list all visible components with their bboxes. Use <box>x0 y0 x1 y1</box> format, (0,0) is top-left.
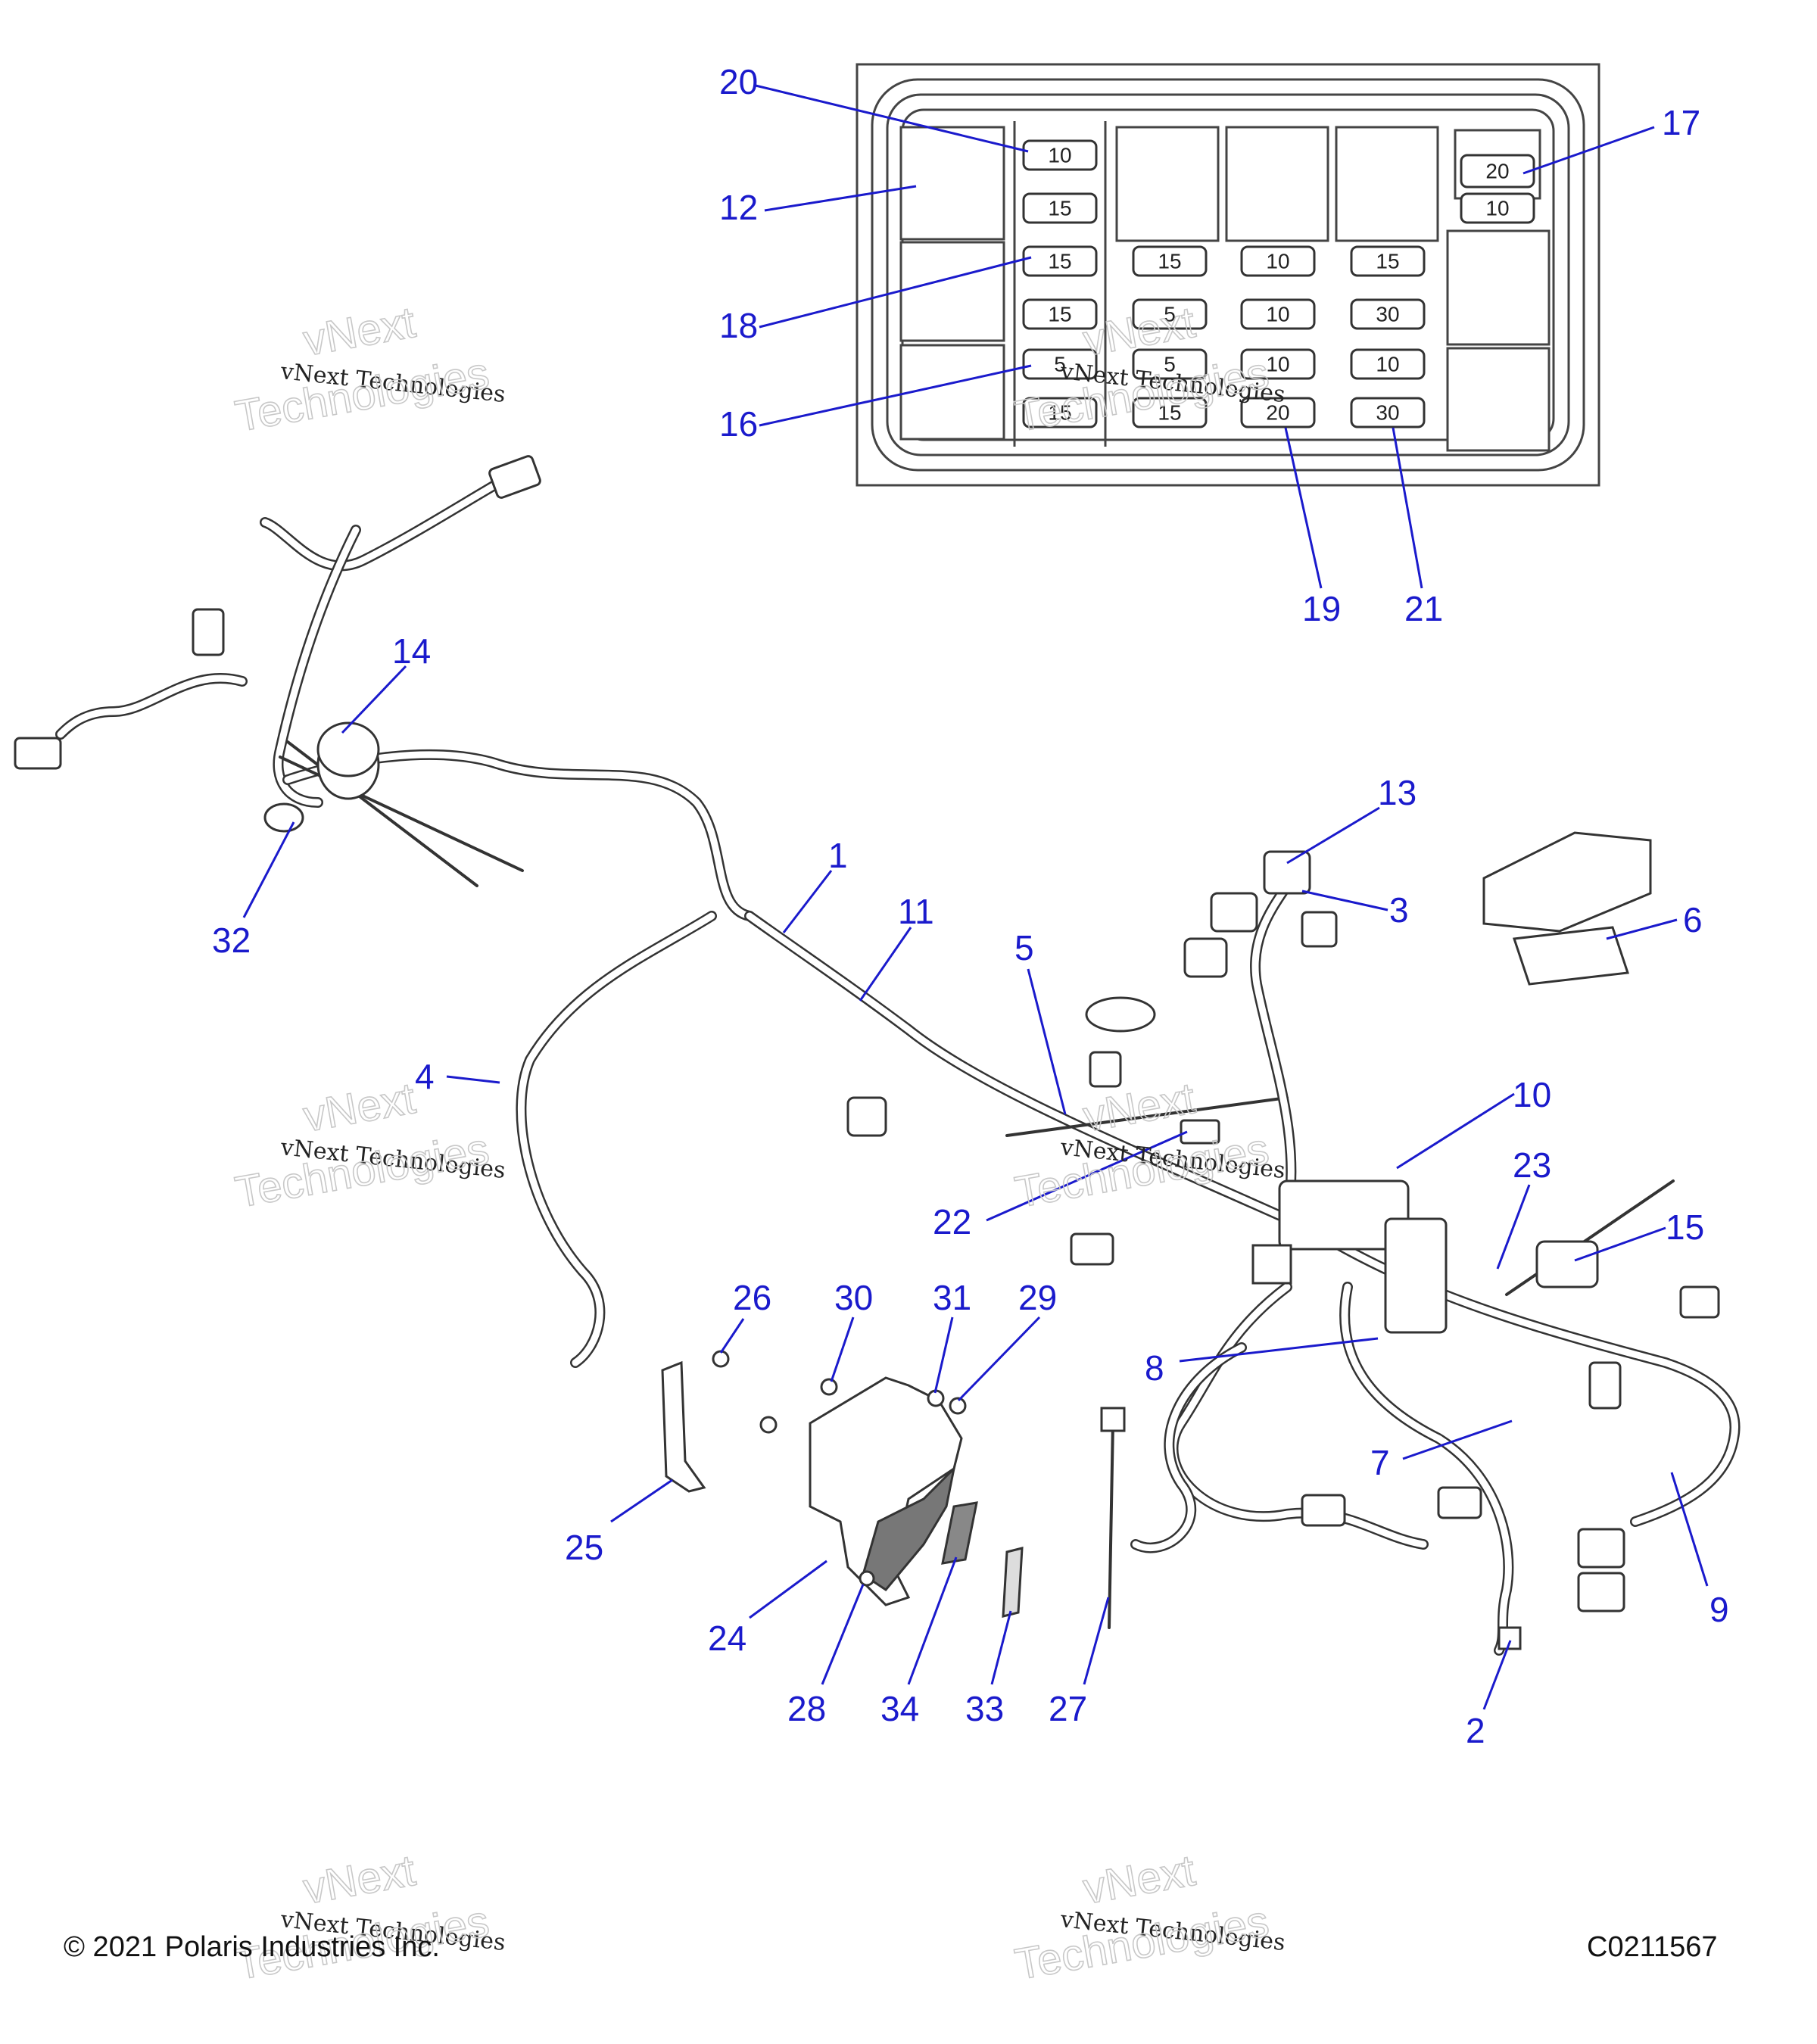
fuse: 15 <box>1022 245 1098 277</box>
callout-29: 29 <box>1018 1278 1057 1317</box>
callout-16: 16 <box>719 404 758 444</box>
fuse: 30 <box>1350 298 1426 330</box>
callout-8: 8 <box>1145 1348 1164 1388</box>
svg-text:5: 5 <box>1164 303 1176 326</box>
callout-5: 5 <box>1014 928 1034 967</box>
copyright-text: © 2021 Polaris Industries Inc. <box>64 1931 440 1963</box>
watermark: vNext vNext Technologies Technologies <box>231 1845 506 1989</box>
harness-illustration <box>14 455 1741 1656</box>
callout-20: 20 <box>719 62 758 101</box>
fuse: 10 <box>1240 348 1316 380</box>
fuse: 10 <box>1460 192 1535 224</box>
fuse: 15 <box>1132 245 1208 277</box>
callout-3: 3 <box>1389 890 1409 930</box>
callout-26: 26 <box>733 1278 771 1317</box>
svg-text:Technologies: Technologies <box>232 348 493 441</box>
svg-text:vNext: vNext <box>300 1846 419 1914</box>
callout-10: 10 <box>1513 1075 1551 1114</box>
fuse: 10 <box>1240 298 1316 330</box>
svg-text:15: 15 <box>1158 401 1181 425</box>
fuse: 20 <box>1240 397 1316 428</box>
callout-32: 32 <box>212 921 251 960</box>
callout-34: 34 <box>880 1689 919 1728</box>
fuse: 15 <box>1350 245 1426 277</box>
callout-27: 27 <box>1049 1689 1087 1728</box>
watermark: vNext vNext Technologies Technologies <box>231 297 506 441</box>
callout-21: 21 <box>1404 589 1443 628</box>
callout-7: 7 <box>1370 1443 1390 1482</box>
callout-17: 17 <box>1662 103 1700 142</box>
svg-text:10: 10 <box>1266 353 1289 376</box>
svg-text:5: 5 <box>1054 353 1066 376</box>
diagram-code: C0211567 <box>1587 1931 1718 1963</box>
callout-23: 23 <box>1513 1145 1551 1185</box>
svg-text:20: 20 <box>1266 401 1289 425</box>
fuse: 10 <box>1022 139 1098 171</box>
fuse: 5 <box>1022 348 1098 380</box>
watermark: vNext vNext Technologies Technologies <box>231 1073 506 1217</box>
callout-13: 13 <box>1378 773 1417 812</box>
svg-text:20: 20 <box>1485 160 1509 183</box>
svg-text:15: 15 <box>1048 401 1071 425</box>
svg-text:15: 15 <box>1048 250 1071 273</box>
svg-text:vNext: vNext <box>300 298 419 366</box>
svg-text:15: 15 <box>1376 250 1399 273</box>
fuse: 10 <box>1240 245 1316 277</box>
svg-text:30: 30 <box>1376 303 1399 326</box>
callout-12: 12 <box>719 188 758 227</box>
svg-text:10: 10 <box>1048 144 1071 167</box>
callout-19: 19 <box>1302 589 1341 628</box>
svg-text:15: 15 <box>1158 250 1181 273</box>
callout-25: 25 <box>565 1528 603 1567</box>
callout-2: 2 <box>1466 1711 1485 1750</box>
callout-30: 30 <box>834 1278 873 1317</box>
svg-text:10: 10 <box>1485 197 1509 220</box>
svg-text:5: 5 <box>1164 353 1176 376</box>
callout-31: 31 <box>933 1278 971 1317</box>
svg-text:10: 10 <box>1266 250 1289 273</box>
fuse: 30 <box>1350 397 1426 428</box>
svg-text:15: 15 <box>1048 303 1071 326</box>
svg-text:Technologies: Technologies <box>1011 1896 1273 1989</box>
svg-text:Technologies: Technologies <box>232 1124 493 1217</box>
svg-text:10: 10 <box>1266 303 1289 326</box>
svg-text:30: 30 <box>1376 401 1399 425</box>
callout-labels: 20 12 18 16 17 19 21 14 32 1 11 4 13 3 6… <box>212 62 1729 1750</box>
fuse: 15 <box>1022 192 1098 224</box>
fuse-box-illustration <box>856 63 1600 487</box>
svg-text:vNext: vNext <box>1080 1846 1198 1914</box>
callout-28: 28 <box>787 1689 826 1728</box>
callout-14: 14 <box>392 631 431 671</box>
fuse: 15 <box>1022 298 1098 330</box>
fuse: 10 <box>1350 348 1426 380</box>
callout-6: 6 <box>1683 900 1703 939</box>
svg-text:10: 10 <box>1376 353 1399 376</box>
fuse: 15 <box>1132 397 1208 428</box>
callout-1: 1 <box>828 836 848 875</box>
callout-22: 22 <box>933 1202 971 1242</box>
callout-24: 24 <box>708 1619 746 1658</box>
svg-text:vNext: vNext <box>300 1073 419 1142</box>
svg-text:15: 15 <box>1048 197 1071 220</box>
callout-33: 33 <box>965 1689 1004 1728</box>
callout-15: 15 <box>1666 1207 1704 1247</box>
callout-11: 11 <box>898 892 934 931</box>
callout-9: 9 <box>1709 1590 1729 1629</box>
svg-text:Technologies: Technologies <box>1011 1124 1273 1217</box>
callout-18: 18 <box>719 306 758 345</box>
fuse: 5 <box>1132 298 1208 330</box>
fuse: 15 <box>1022 397 1098 428</box>
callout-4: 4 <box>415 1057 435 1096</box>
fuse: 20 <box>1460 154 1535 189</box>
fuse: 5 <box>1132 348 1208 380</box>
watermark: vNext vNext Technologies Technologies <box>1011 1845 1286 1989</box>
fuse-grid: 10 15 15 15 5 15 15 5 5 15 10 10 10 20 1… <box>1022 139 1535 428</box>
callout-leaders <box>242 84 1709 1710</box>
